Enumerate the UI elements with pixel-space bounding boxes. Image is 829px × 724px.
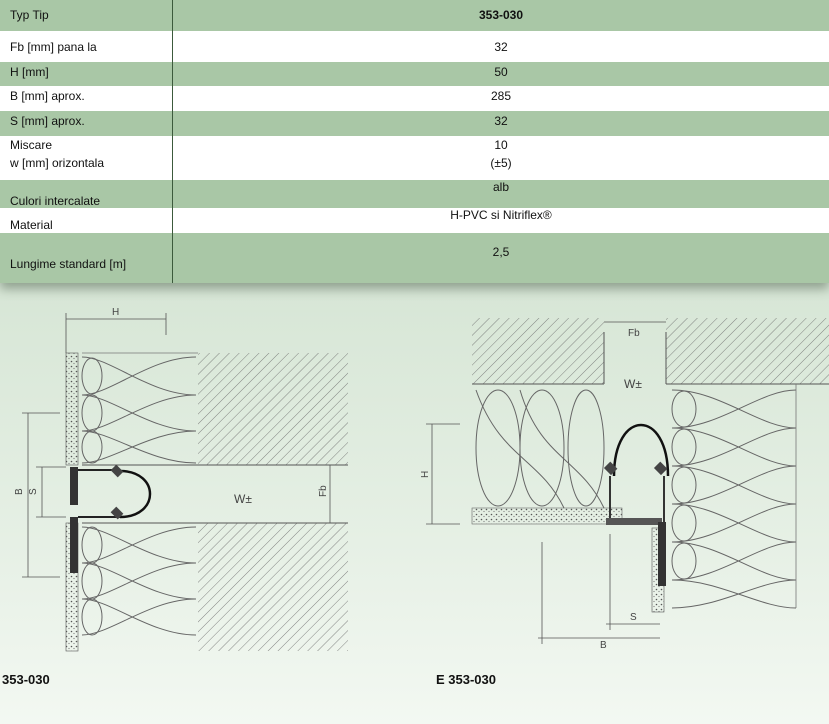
spec-label-cell: H [mm]: [0, 62, 173, 86]
spec-label-cell: Material: [0, 208, 173, 233]
spec-value-cell: H-PVC si Nitriflex®: [173, 208, 829, 233]
spec-label-cell: S [mm] aprox.: [0, 111, 173, 136]
spec-value: 32: [494, 40, 508, 54]
spec-value-cell: 285: [173, 86, 829, 111]
spec-label-line2: w [mm] orizontala: [10, 156, 105, 170]
right-joint-drawing: Fb W± H S B: [420, 318, 829, 651]
spec-label-cell: Typ Tip: [0, 0, 173, 31]
spec-label: Typ Tip: [10, 8, 49, 22]
right-dim-w: W±: [624, 377, 642, 391]
spec-value-cell: 50: [173, 62, 829, 86]
spec-row: Typ Tip 353-030: [0, 0, 829, 31]
spec-value-line2: (±5): [490, 156, 512, 170]
spec-row: Miscare w [mm] orizontala 10 (±5): [0, 136, 829, 180]
right-dim-b: B: [600, 640, 607, 651]
spec-row: B [mm] aprox. 285: [0, 86, 829, 111]
spec-label: H [mm]: [10, 65, 49, 79]
spec-value: 32: [494, 114, 508, 128]
dimension-lines: [22, 313, 331, 578]
left-dim-s: S: [28, 488, 39, 495]
insulation-left: [475, 389, 605, 509]
spec-label-cell: B [mm] aprox.: [0, 86, 173, 111]
spec-row: Lungime standard [m] 2,5: [0, 233, 829, 283]
insulation-right: [671, 389, 797, 609]
ceiling-right-hatch: [666, 318, 829, 384]
left-dim-b: B: [14, 488, 25, 495]
spec-row: Fb [mm] pana la 32: [0, 31, 829, 62]
spec-value-cell: 2,5: [173, 233, 829, 283]
right-drawing-caption: E 353-030: [436, 672, 496, 687]
spec-value-cell: 32: [173, 31, 829, 62]
ceiling-left-hatch: [472, 318, 604, 384]
wall-lower-hatch: [198, 523, 348, 651]
spec-value: 285: [490, 89, 512, 103]
spec-value: H-PVC si Nitriflex®: [450, 208, 552, 222]
floor-screed: [471, 507, 623, 525]
spec-label: Lungime standard [m]: [10, 257, 127, 271]
spec-label: S [mm] aprox.: [10, 114, 85, 128]
spec-label: B [mm] aprox.: [10, 89, 85, 103]
right-joint-profile: [603, 423, 670, 586]
spec-label-cell: Lungime standard [m]: [0, 233, 173, 283]
joint-profile: [70, 464, 152, 573]
spec-value: 50: [494, 65, 508, 79]
spec-label: Culori intercalate: [10, 194, 101, 208]
spec-label: Material: [10, 218, 53, 232]
spec-label: Fb [mm] pana la: [10, 40, 97, 54]
insulation-lower: [81, 526, 197, 636]
insulation-upper: [81, 356, 197, 464]
wall-upper-hatch: [198, 353, 348, 465]
spec-row: Material H-PVC si Nitriflex®: [0, 208, 829, 233]
spec-row: Culori intercalate alb: [0, 180, 829, 208]
spec-value: 2,5: [492, 245, 510, 259]
spec-value-cell: 10 (±5): [173, 136, 829, 180]
left-dim-fb: Fb: [318, 485, 329, 497]
left-drawing-caption: 353-030: [2, 672, 50, 687]
spec-label-cell: Fb [mm] pana la: [0, 31, 173, 62]
spec-value: 353-030: [478, 8, 524, 22]
right-dim-fb: Fb: [628, 328, 640, 339]
right-dim-s: S: [630, 612, 637, 623]
spec-label-cell: Miscare w [mm] orizontala: [0, 136, 173, 180]
left-dim-h: H: [112, 307, 119, 318]
plaster-upper: [65, 352, 79, 466]
spec-row: S [mm] aprox. 32: [0, 111, 829, 136]
spec-label: Miscare: [10, 138, 53, 152]
left-dim-w: W±: [234, 492, 252, 506]
right-dim-h: H: [420, 471, 431, 478]
spec-value: alb: [492, 180, 509, 194]
spec-value-cell: alb: [173, 180, 829, 208]
spec-value: 10: [494, 138, 508, 152]
spec-row: H [mm] 50: [0, 62, 829, 86]
left-joint-drawing: H B S W± Fb: [14, 307, 348, 652]
right-dimension-lines: [426, 321, 666, 644]
spec-value-cell: 353-030: [173, 0, 829, 31]
spec-label-cell: Culori intercalate: [0, 180, 173, 208]
spec-value-cell: 32: [173, 111, 829, 136]
